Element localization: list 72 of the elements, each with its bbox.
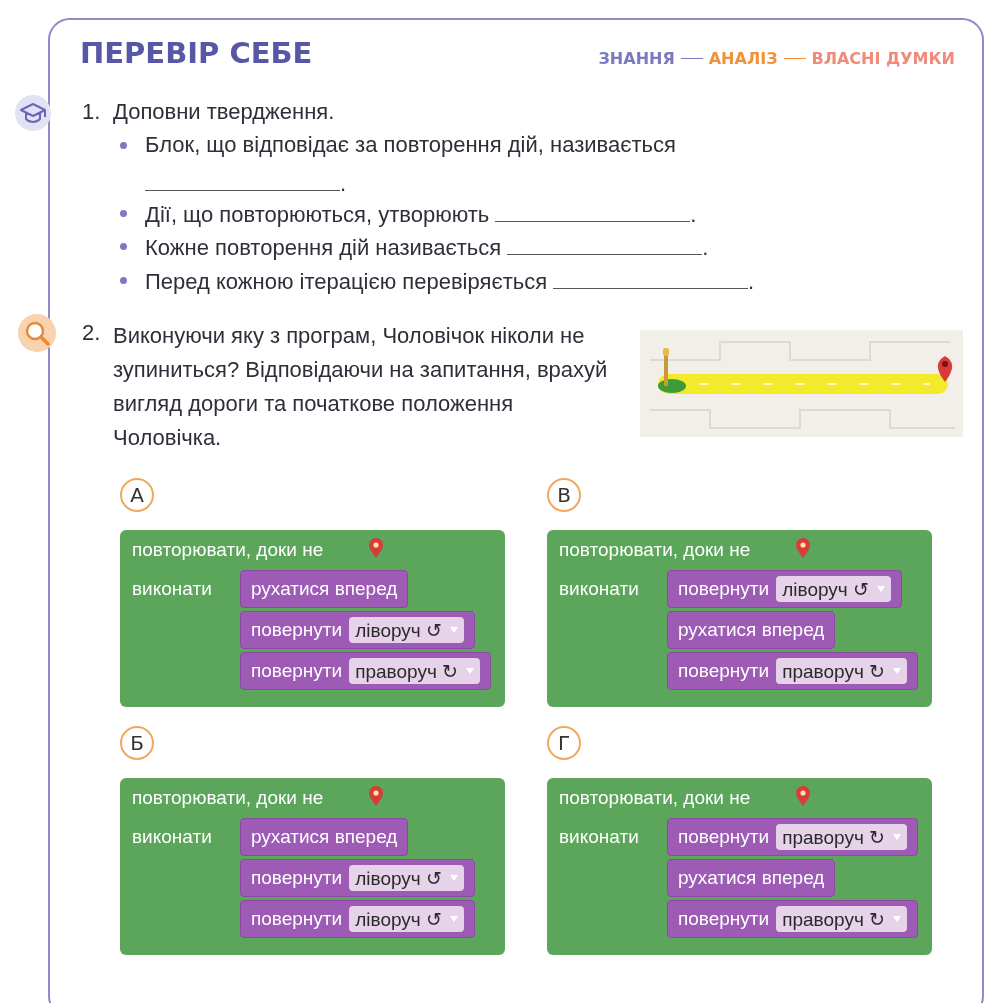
block-label: виконати (559, 826, 639, 848)
category-tag: ЗНАННЯ (598, 49, 675, 68)
dropdown-field (349, 906, 464, 932)
question-number: 1. (82, 98, 101, 126)
block-label: повернути (678, 908, 770, 930)
loop-block (547, 778, 932, 955)
punctuation: . (340, 171, 347, 196)
option-letter: А (120, 478, 154, 512)
dropdown-value: праворуч ↻ (782, 907, 886, 931)
statement-text: Дії, що повторюються, утворюють (145, 202, 490, 227)
command-block (240, 611, 475, 649)
command-block (240, 859, 475, 897)
block-label: рухатися вперед (678, 619, 825, 641)
block-label: повторювати, доки не (559, 787, 751, 809)
question-text: Виконуючи яку з програм, Чоловічок ніколи не зупиниться? Відповідаючи на запитання, врахуй вигляд дороги та початкове положення Чоловічка. (113, 322, 609, 452)
dropdown-value: ліворуч ↺ (355, 907, 442, 931)
command-block (667, 818, 919, 856)
block-label: рухатися вперед (251, 826, 398, 848)
dropdown-value: ліворуч ↺ (782, 577, 869, 601)
command-block (240, 570, 409, 608)
dropdown-value: праворуч ↻ (782, 825, 886, 849)
dropdown-field (776, 658, 908, 684)
block-label: рухатися вперед (678, 867, 825, 889)
command-block (667, 900, 919, 938)
block-label: повернути (251, 908, 343, 930)
command-block (667, 570, 902, 608)
dropdown-field (776, 576, 891, 602)
block-label: виконати (132, 826, 212, 848)
statement-text: Кожне повторення дій називається (145, 235, 502, 260)
dropdown-field (349, 658, 481, 684)
block-label: повернути (251, 867, 343, 889)
block-label: повернути (251, 660, 343, 682)
block-label: виконати (559, 578, 639, 600)
dropdown-field (349, 865, 464, 891)
punctuation: . (690, 202, 697, 227)
command-block (667, 652, 919, 690)
punctuation: . (748, 269, 755, 294)
block-label: повернути (678, 578, 770, 600)
statement-text: Блок, що відповідає за повторення дій, називається (145, 132, 676, 157)
command-block (240, 900, 475, 938)
punctuation: . (702, 235, 709, 260)
dropdown-value: ліворуч ↺ (355, 866, 442, 890)
block-label: повторювати, доки не (132, 787, 324, 809)
statement-text: Перед кожною ітерацією перевіряється (145, 269, 548, 294)
dropdown-value: праворуч ↻ (782, 659, 886, 683)
loop-block (120, 778, 505, 955)
category-tag: АНАЛІЗ (708, 49, 778, 68)
category-tag: ВЛАСНІ ДУМКИ (811, 49, 955, 68)
block-label: повернути (251, 619, 343, 641)
command-block (667, 859, 836, 897)
dropdown-value: ліворуч ↺ (355, 618, 442, 642)
block-label: повернути (678, 826, 770, 848)
command-block (240, 652, 492, 690)
dropdown-field (776, 906, 908, 932)
dropdown-value: праворуч ↻ (355, 659, 459, 683)
command-block (667, 611, 836, 649)
option-letter: Г (547, 726, 581, 760)
loop-block (547, 530, 932, 707)
block-label: повторювати, доки не (132, 539, 324, 561)
question-text: Доповни твердження. (113, 98, 335, 126)
question-number: 2. (82, 319, 101, 347)
block-label: повторювати, доки не (559, 539, 751, 561)
block-label: виконати (132, 578, 212, 600)
dropdown-field (776, 824, 908, 850)
block-label: рухатися вперед (251, 578, 398, 600)
loop-block (120, 530, 505, 707)
option-letter: В (547, 478, 581, 512)
dropdown-field (349, 617, 464, 643)
heading: ПЕРЕВІР СЕБЕ (80, 36, 313, 70)
block-label: повернути (678, 660, 770, 682)
command-block (240, 818, 409, 856)
option-letter: Б (120, 726, 154, 760)
